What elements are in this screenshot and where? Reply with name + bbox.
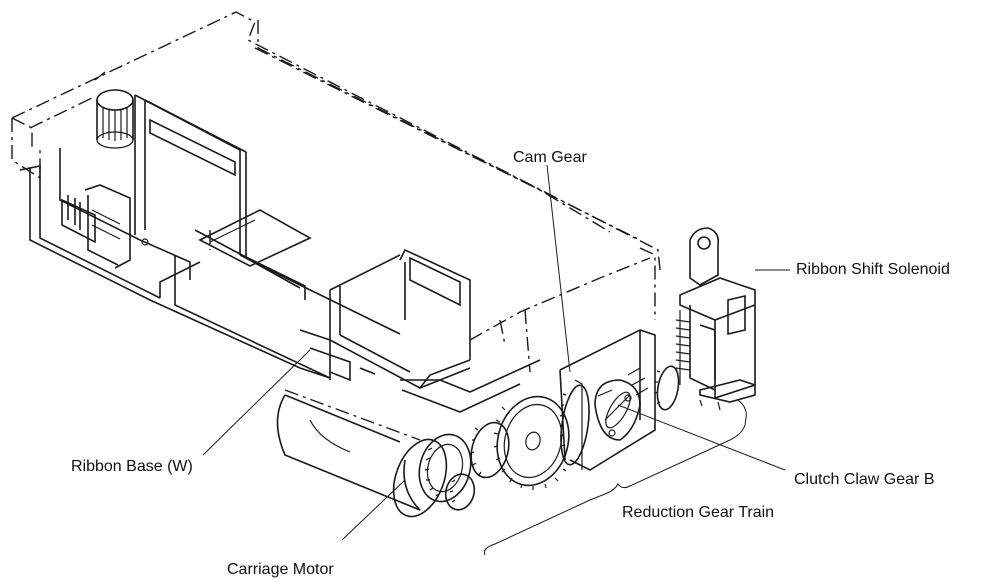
- ribbon-shift-solenoid: [675, 227, 756, 411]
- left-clip-bracket: [61, 184, 149, 269]
- reduction-gear-train-bracket: [484, 399, 747, 556]
- big-intermediate-gear: [470, 395, 570, 490]
- cam-gear-stack: [559, 379, 590, 470]
- label-ribbon-shift-solenoid: Ribbon Shift Solenoid: [796, 261, 950, 278]
- middle-riser-plate: [329, 248, 471, 389]
- ribbon-base-frame: [19, 94, 401, 380]
- label-clutch-claw-gear-b: Clutch Claw Gear B: [794, 471, 935, 488]
- spool-post: [96, 89, 134, 149]
- label-carriage-motor: Carriage Motor: [227, 561, 334, 578]
- front-lower-plate: [309, 347, 541, 413]
- label-reduction-gear-train: Reduction Gear Train: [622, 504, 775, 521]
- right-reduction-gears: [627, 365, 680, 411]
- motor-end-gear: [418, 433, 476, 511]
- leader-lines: [202, 164, 790, 541]
- label-cam-gear: Cam Gear: [513, 149, 587, 166]
- label-ribbon-base: Ribbon Base (W): [71, 458, 193, 475]
- ribbon-cassette-outline: [11, 11, 661, 441]
- right-side-plate: [559, 329, 656, 471]
